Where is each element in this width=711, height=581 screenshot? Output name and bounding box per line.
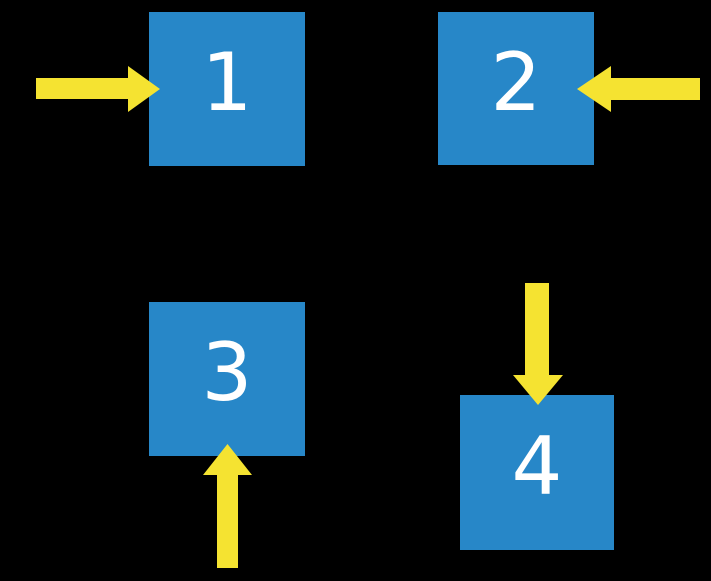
arrow-left-icon: [577, 66, 700, 112]
block-4: 4: [460, 395, 614, 550]
block-1-label: 1: [201, 36, 253, 129]
block-3: 3: [149, 302, 305, 456]
block-2-label: 2: [490, 35, 542, 129]
block-3-label: 3: [201, 326, 253, 419]
arrow-up-icon: [203, 444, 252, 568]
block-4-label: 4: [511, 419, 563, 513]
block-1: 1: [149, 12, 305, 166]
arrow-down-icon: [513, 283, 563, 405]
block-2: 2: [438, 12, 594, 165]
arrow-right-icon: [36, 66, 160, 112]
